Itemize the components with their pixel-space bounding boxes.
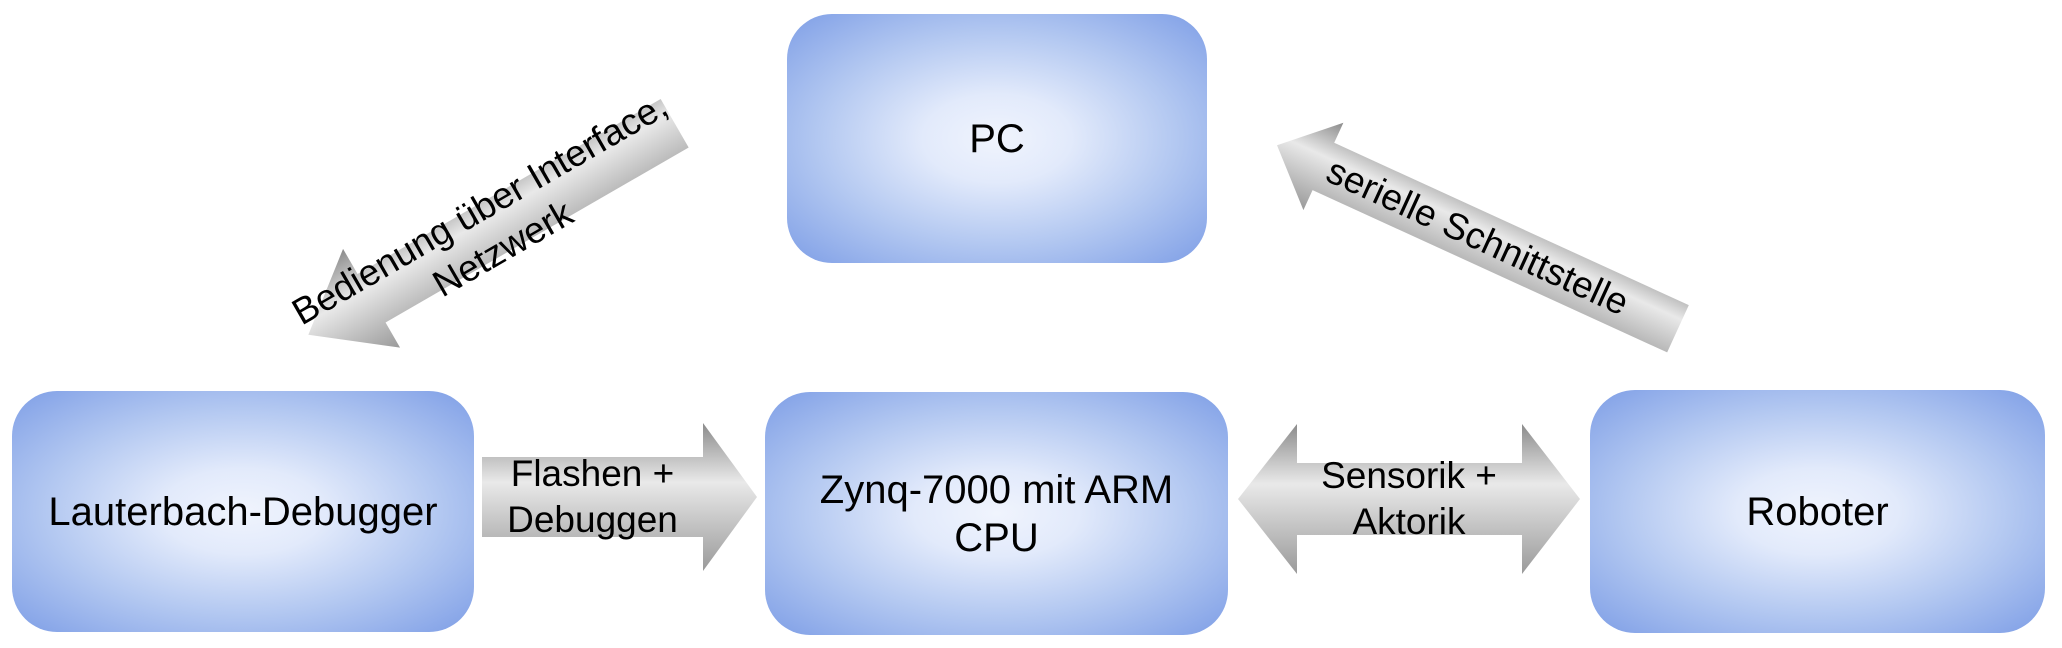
arrow-pc-to-debugger-shape	[308, 99, 689, 348]
arrow-roboter-to-pc-shape	[1277, 122, 1689, 353]
node-roboter-label: Roboter	[1746, 489, 1889, 534]
node-roboter: Roboter	[1590, 390, 2045, 633]
arrow-debugger-to-zynq-shape	[482, 423, 757, 571]
arrow-debugger-to-zynq	[482, 423, 757, 571]
arrow-zynq-roboter-shape	[1238, 424, 1580, 574]
node-pc: PC	[787, 14, 1207, 263]
arrow-zynq-roboter-bidirectional	[1238, 424, 1580, 574]
node-lauterbach-debugger-label: Lauterbach-Debugger	[48, 489, 438, 534]
node-zynq-7000-label: Zynq-7000 mit ARM CPU	[819, 467, 1174, 560]
arrow-pc-to-debugger	[308, 99, 689, 348]
node-pc-label: PC	[969, 116, 1025, 161]
node-zynq-7000: Zynq-7000 mit ARM CPU	[765, 392, 1228, 635]
arrow-roboter-to-pc	[1277, 122, 1689, 353]
node-lauterbach-debugger: Lauterbach-Debugger	[12, 391, 474, 632]
